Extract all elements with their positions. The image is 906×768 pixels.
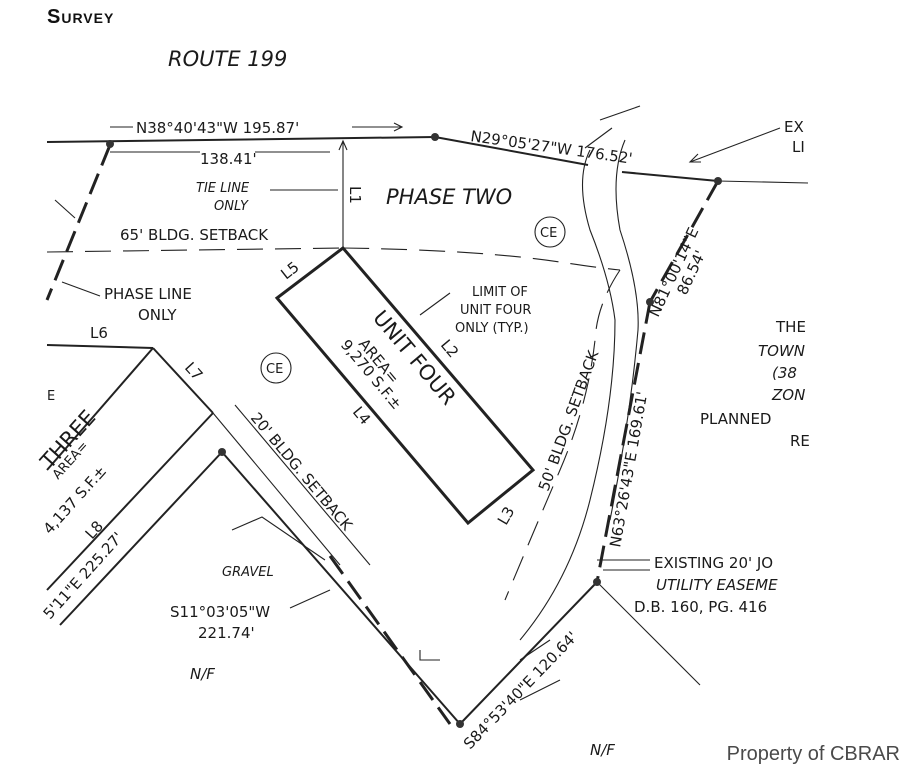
phase-only-label: ONLY: [138, 306, 177, 324]
route-label: ROUTE 199: [168, 47, 287, 71]
line-label-l6: L6: [90, 324, 108, 342]
monument-dot: [646, 298, 654, 306]
setback-65-line: [46, 247, 344, 253]
dimension-arrowhead: [393, 122, 404, 132]
right-side-line-2: TOWN: [758, 342, 805, 360]
page-title: Survey: [47, 6, 115, 28]
ce-label: CE: [540, 226, 557, 241]
hatch-3: [519, 679, 561, 701]
setback-65-label: 65' BLDG. SETBACK: [120, 226, 269, 244]
hatch-4: [519, 639, 551, 661]
nf-label: N/F: [190, 665, 215, 683]
monument-dot: [106, 140, 114, 148]
easement-line-3: D.B. 160, PG. 416: [634, 598, 767, 616]
edge-letter-e: E: [47, 389, 55, 404]
right-side-line-5: PLANNED: [700, 410, 771, 428]
tie-line-arrowhead: [338, 139, 348, 151]
setback-20-line-a: [212, 412, 341, 566]
tick-bottom-1: [419, 650, 440, 661]
gravel-label: GRAVEL: [222, 565, 274, 580]
right-side-line-3: (38: [772, 364, 797, 382]
ex-label-2: LI: [792, 138, 805, 156]
ce-circle: [260, 352, 292, 384]
monument-dot: [593, 578, 601, 586]
bearing-right-mid: N63°26'43"E 169.61': [606, 390, 651, 549]
boundary-l8: [59, 451, 223, 626]
setback-20-line-b: [234, 404, 371, 566]
phase-line-leader: [61, 281, 101, 297]
phase-line-left: [45, 144, 112, 301]
phase-two-label: PHASE TWO: [386, 185, 512, 209]
nf-label: N/F: [590, 741, 615, 759]
line-label-l2: L2: [437, 336, 462, 361]
easement-line-2: UTILITY EASEME: [656, 576, 778, 594]
road-edge-2: [609, 139, 639, 521]
bearing-bottom-left-dist: 221.74': [198, 624, 255, 642]
hatch-2: [584, 127, 613, 149]
bearing-top-left: N38°40'43"W 195.87': [136, 119, 299, 137]
ce-circle: [534, 216, 566, 248]
line-label-l5: L5: [277, 258, 302, 283]
right-side-line-1: THE: [775, 318, 806, 336]
boundary-top-extension: [717, 180, 809, 184]
monument-dot: [456, 720, 464, 728]
limit-label-2: UNIT FOUR: [460, 303, 531, 318]
bearing-leader: [289, 589, 331, 609]
ce-label: CE: [266, 362, 283, 377]
bearing-left-l8: 5'11"E 225.27': [40, 529, 127, 623]
bearing-bottom: S84°53'40"E 120.64': [460, 628, 581, 753]
ex-label-1: EX: [784, 118, 804, 136]
setback-65-curve: [342, 247, 621, 271]
ex-leader: [689, 127, 781, 163]
limit-label-1: LIMIT OF: [472, 285, 528, 300]
setback-20-label: 20' BLDG. SETBACK: [247, 409, 357, 535]
boundary-top-left: [46, 136, 436, 143]
three-top: [46, 344, 154, 349]
boundary-l8-b: [46, 412, 214, 591]
monument-dot: [714, 177, 722, 185]
three-left-diag: [46, 347, 154, 471]
monument-dot: [218, 448, 226, 456]
tie-line-label: TIE LINE: [196, 181, 250, 196]
phase-line-label: PHASE LINE: [104, 285, 192, 303]
right-side-line-6: RE: [790, 432, 810, 450]
line-label-l1: L1: [346, 186, 364, 204]
setback-50-curve: [504, 269, 621, 601]
bearing-top-right: N29°05'27"W 176.52': [469, 127, 633, 168]
boundary-right-upper: [648, 180, 720, 303]
limit-leader: [419, 292, 451, 316]
road-edge-1: [519, 149, 616, 641]
boundary-bottom-left-dash: [328, 555, 452, 725]
tie-only-label: ONLY: [214, 199, 249, 214]
boundary-top-right: [434, 136, 589, 166]
gravel-leader: [231, 516, 326, 561]
boundary-bottom-left: [221, 451, 461, 725]
bearing-top-left-sub: 138.41': [200, 150, 257, 168]
boundary-bottom-extension: [596, 581, 701, 686]
boundary-l7: [152, 347, 214, 414]
hatch-1: [599, 105, 641, 121]
easement-line-1: EXISTING 20' JO: [654, 554, 773, 572]
line-label-l7: L7: [181, 359, 206, 384]
watermark: Property of CBRAR: [726, 743, 900, 765]
boundary-top-right-2: [621, 171, 719, 182]
ex-arrowhead: [688, 153, 701, 163]
monument-dot: [431, 133, 439, 141]
line-label-l3: L3: [494, 503, 519, 528]
unit-four-boundary: [274, 245, 536, 526]
boundary-bottom: [459, 581, 598, 725]
bearing-bottom-left: S11°03'05"W: [170, 603, 270, 621]
limit-label-3: ONLY (TYP.): [455, 321, 529, 336]
phase-line-tick: [54, 199, 76, 219]
right-side-line-4: ZON: [771, 386, 805, 404]
setback-50-label: 50' BLDG. SETBACK: [535, 347, 603, 493]
